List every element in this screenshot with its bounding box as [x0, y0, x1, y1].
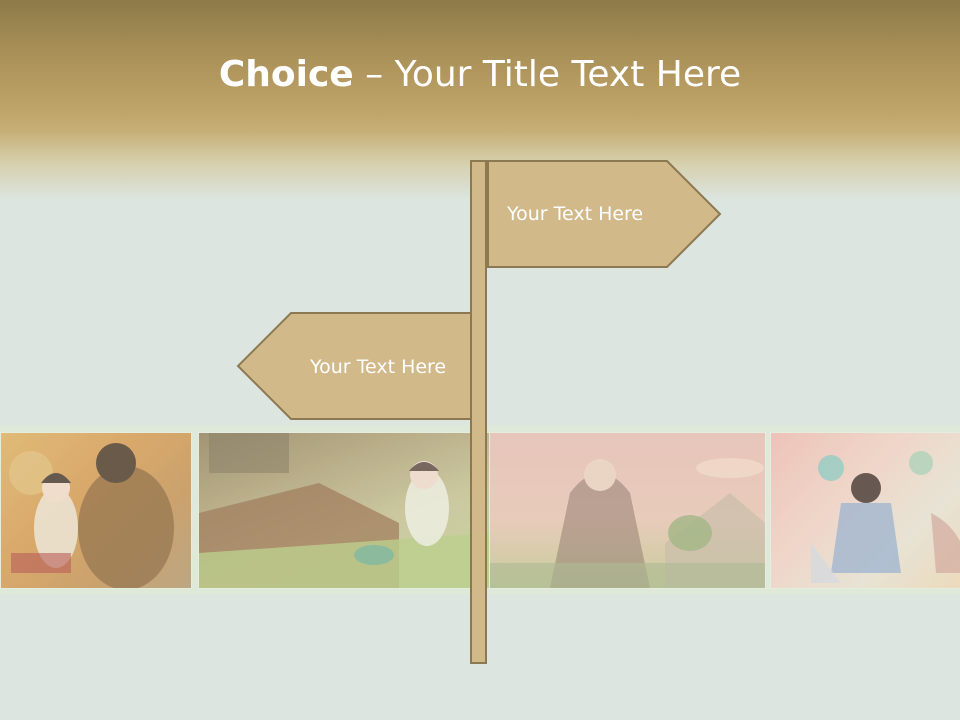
- right-sign-arrow-shape: [487, 160, 722, 268]
- title-rest-text: – Your Title Text Here: [353, 54, 742, 95]
- signpost-pole: [470, 160, 487, 664]
- left-sign-label: Your Text Here: [310, 356, 447, 378]
- title-bold-word: Choice: [218, 54, 354, 95]
- anime-image-3: [489, 432, 766, 589]
- right-sign-label: Your Text Here: [507, 203, 644, 225]
- left-sign-arrow-shape: [236, 312, 472, 420]
- right-sign[interactable]: Your Text Here: [487, 160, 723, 270]
- slide-title: Choice – Your Title Text Here: [0, 50, 960, 100]
- left-sign[interactable]: Your Text Here: [236, 312, 472, 422]
- anime-image-2: [198, 432, 490, 589]
- anime-image-1: [0, 432, 192, 589]
- anime-image-4: [770, 432, 960, 589]
